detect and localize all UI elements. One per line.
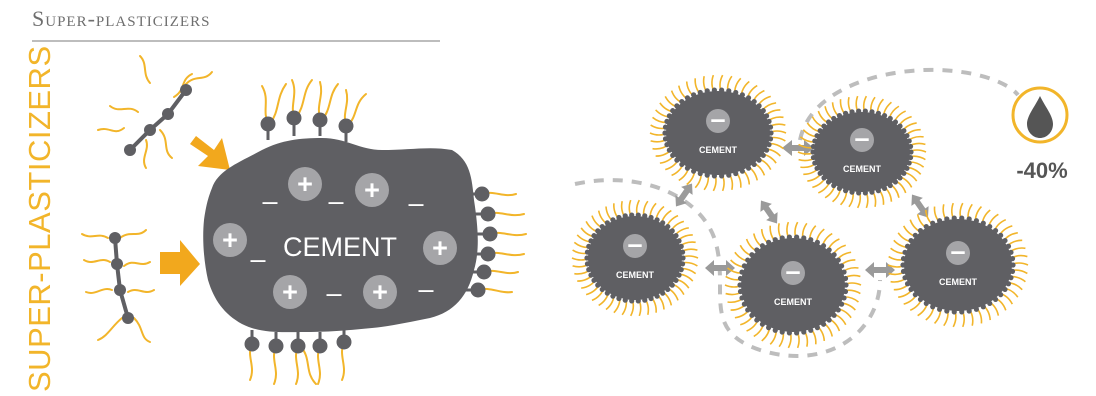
negative-charge-icon — [781, 261, 805, 285]
negative-charge-sign: – — [785, 256, 800, 286]
negative-charge-sign: – — [854, 123, 869, 153]
minus-sign-3: – — [408, 188, 423, 218]
minus-sign-2: – — [328, 186, 343, 216]
dashed-paths — [574, 67, 1020, 358]
positive-charge-4 — [423, 231, 457, 265]
dashed-path-2 — [798, 67, 1020, 141]
plus-sign-3: + — [222, 225, 238, 255]
title-divider — [32, 40, 440, 42]
page-title: Super-plasticizers — [32, 6, 211, 31]
dispersed-cement-particle: – CEMENT — [887, 202, 1029, 328]
positive-charges: + + + + + + — [213, 167, 457, 309]
water-reduction-value: -40% — [1016, 158, 1067, 183]
dispersed-cement-particle: – CEMENT — [571, 199, 699, 317]
dispersed-cement-particle: – CEMENT — [649, 74, 787, 192]
repulsion-arrow-6 — [865, 262, 895, 278]
repulsion-arrow-5 — [705, 260, 735, 276]
negative-charge-sign: – — [950, 236, 965, 266]
dispersed-cement-particle: – CEMENT — [797, 95, 927, 209]
negative-charge-sign: – — [627, 229, 642, 259]
dispersed-particles: – CEMENT – CEMENT – CEMENT – CEMENT – CEMENT — [571, 74, 1029, 349]
plus-sign-1: + — [297, 169, 313, 199]
dispersed-cement-label: CEMENT — [699, 145, 738, 155]
minus-sign-1: – — [262, 186, 277, 216]
polymer-molecule-bottom — [81, 229, 155, 343]
dispersed-cement-label: CEMENT — [616, 270, 655, 280]
plus-sign-6: + — [372, 277, 388, 307]
repulsion-arrow-2 — [675, 183, 693, 207]
negative-charge-icon — [623, 234, 647, 258]
positive-charge-3 — [213, 223, 247, 257]
negative-charge-icon — [946, 241, 970, 265]
dispersed-cement-label: CEMENT — [774, 297, 813, 307]
negative-charges: – – – – – – — [250, 186, 433, 308]
main-cement-particle: + + + + + + – – – – – – CEMENT — [203, 79, 527, 385]
negative-charge-icon — [706, 109, 730, 133]
minus-sign-6: – — [418, 274, 433, 304]
minus-sign-5: – — [326, 278, 341, 308]
water-reduction-group: -40% — [1011, 86, 1069, 183]
plus-sign-2: + — [364, 175, 380, 205]
adsorption-arrow-bottom — [160, 240, 200, 286]
main-particle-body — [203, 138, 478, 333]
minus-sign-4: – — [250, 244, 265, 274]
positive-charge-2 — [355, 173, 389, 207]
negative-charge-sign: – — [710, 104, 725, 134]
dispersed-cement-label: CEMENT — [843, 164, 882, 174]
dispersed-cement-label: CEMENT — [939, 277, 978, 287]
repulsion-arrows — [675, 140, 929, 278]
adsorption-arrow-top — [190, 136, 230, 170]
main-cement-label: CEMENT — [283, 232, 397, 262]
main-particle-anchors — [244, 110, 498, 354]
plus-sign-4: + — [432, 233, 448, 263]
positive-charge-1 — [288, 167, 322, 201]
dashed-path-1 — [574, 178, 882, 358]
positive-charge-5 — [273, 275, 307, 309]
polymer-molecule-top — [97, 55, 213, 169]
water-drop-icon — [1011, 86, 1069, 144]
water-drop-shape — [1027, 96, 1053, 138]
repulsion-arrow-1 — [782, 140, 814, 156]
negative-charge-icon — [850, 128, 874, 152]
repulsion-arrow-3 — [760, 200, 778, 224]
plus-sign-5: + — [282, 277, 298, 307]
positive-charge-6 — [363, 275, 397, 309]
dispersed-cement-particle: – CEMENT — [724, 221, 862, 349]
repulsion-arrow-4 — [911, 194, 929, 218]
